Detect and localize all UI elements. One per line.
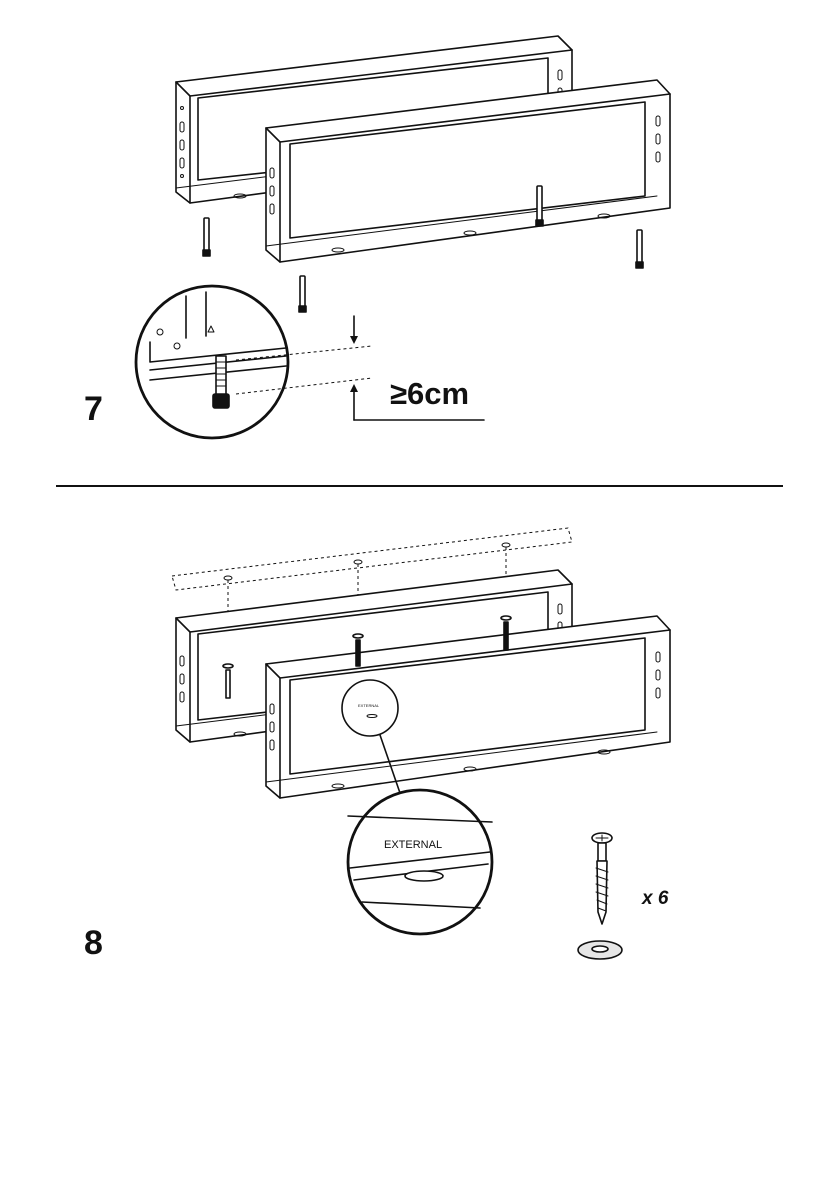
bolt-icon (536, 186, 543, 226)
measurement-label: ≥6cm (390, 376, 469, 411)
hardware-screw-icon (592, 833, 612, 924)
bolt-icon (636, 230, 643, 268)
screw-quantity-label: x 6 (641, 888, 669, 909)
zoom-external-label: EXTERNAL (384, 839, 442, 851)
magnifier-circle-icon (136, 286, 288, 438)
frame-external-label: EXTERNAL (358, 703, 380, 708)
step-number-8: 8 (84, 924, 103, 962)
step-7-illustration: ≥6cm 7 (84, 36, 670, 438)
bolt-icon (203, 218, 210, 256)
magnifier-circle-icon: EXTERNAL (348, 790, 492, 934)
washer-icon (578, 941, 622, 959)
bolt-icon (299, 276, 306, 312)
step-number-7: 7 (84, 390, 103, 428)
step-8-illustration: EXTERNAL EXTERNAL (84, 528, 670, 962)
